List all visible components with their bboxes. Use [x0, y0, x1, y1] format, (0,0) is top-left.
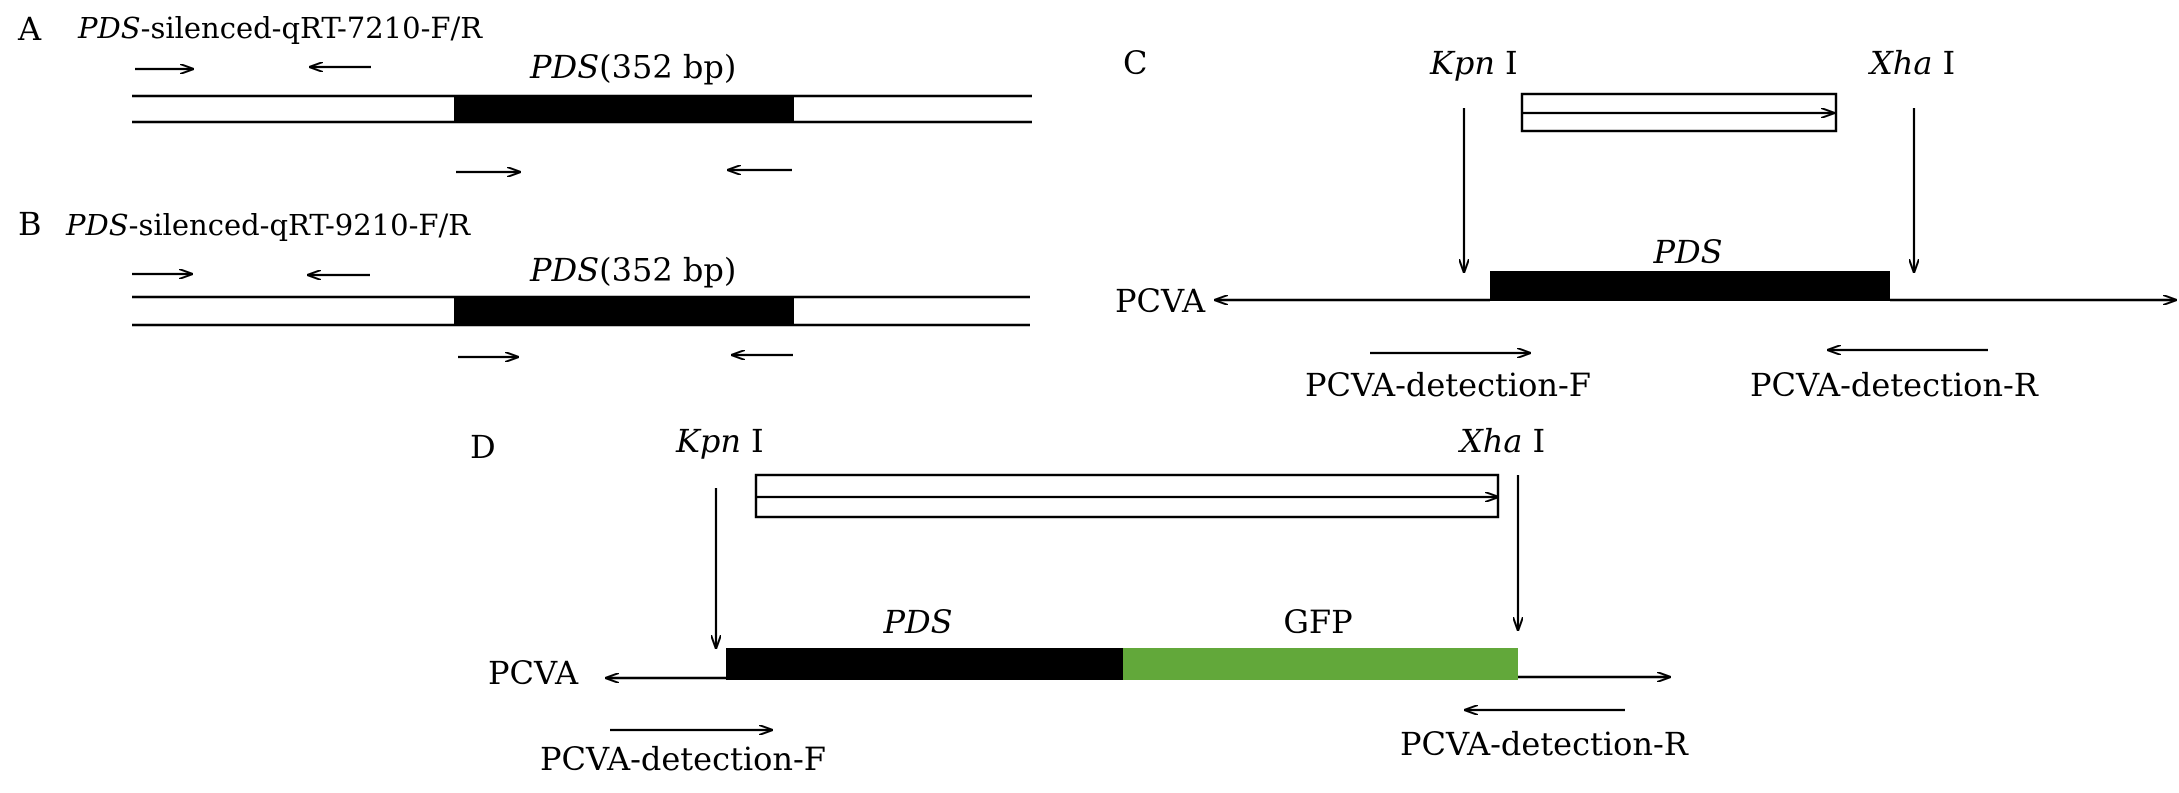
panel-a-letter: A — [17, 10, 42, 48]
panel-a: A PDS-silenced-qRT-7210-F/R PDS(352 bp) — [17, 10, 1032, 172]
panel-a-segment-gene: PDS — [529, 48, 599, 86]
panel-b-primer-title: PDS-silenced-qRT-9210-F/R — [65, 208, 471, 242]
panel-d-reporter-label: GFP — [1283, 603, 1352, 641]
panel-c-pds-insert — [1490, 271, 1890, 301]
panel-d-site-right-name: Xha — [1457, 422, 1522, 460]
panel-d-gfp-segment — [1123, 648, 1518, 680]
panel-c-letter: C — [1123, 44, 1147, 82]
panel-d-pds-insert — [726, 648, 1123, 680]
panel-d-primer-f-label: PCVA-detection-F — [540, 740, 826, 778]
panel-a-primer-gene: PDS — [77, 11, 141, 45]
panel-b-segment-size: (352 bp) — [599, 251, 736, 289]
panel-c-site-right-numeral: I — [1942, 44, 1955, 82]
panel-b-primer-gene: PDS — [65, 208, 129, 242]
panel-d-site-left: Kpn I — [675, 422, 764, 460]
panel-d-site-left-numeral: I — [751, 422, 764, 460]
panel-b: B PDS-silenced-qRT-9210-F/R PDS(352 bp) — [18, 205, 1030, 357]
panel-d-insert-label: PDS — [882, 603, 952, 641]
panel-d: D Kpn I Xha I PDS GFP PCVA PCVA-detection-… — [470, 422, 1689, 778]
panel-b-primer-suffix: -silenced-qRT-9210-F/R — [129, 208, 472, 242]
panel-c-site-right-name: Xha — [1867, 44, 1932, 82]
panel-a-primer-title: PDS-silenced-qRT-7210-F/R — [77, 11, 483, 45]
panel-c-site-left-name: Kpn — [1429, 44, 1495, 82]
panel-c-primer-f-label: PCVA-detection-F — [1305, 366, 1591, 404]
panel-c-insert-label: PDS — [1652, 233, 1722, 271]
panel-d-site-left-name: Kpn — [675, 422, 741, 460]
panel-c-vector-label: PCVA — [1115, 282, 1206, 320]
panel-a-primer-suffix: -silenced-qRT-7210-F/R — [141, 11, 484, 45]
panel-d-letter: D — [470, 428, 496, 466]
panel-c-primer-r-label: PCVA-detection-R — [1750, 366, 2039, 404]
panel-a-pds-segment — [454, 96, 794, 122]
panel-d-primer-r-label: PCVA-detection-R — [1400, 725, 1689, 763]
panel-b-pds-segment — [454, 297, 794, 325]
panel-c-site-left-numeral: I — [1505, 44, 1518, 82]
panel-c: C Kpn I Xha I PDS PCVA PCVA-detection-F PC… — [1115, 44, 2176, 404]
panel-d-site-right: Xha I — [1457, 422, 1545, 460]
panel-b-segment-gene: PDS — [529, 251, 599, 289]
panel-d-vector-label: PCVA — [488, 654, 579, 692]
panel-b-segment-label: PDS(352 bp) — [529, 251, 736, 289]
panel-d-site-right-numeral: I — [1532, 422, 1545, 460]
panel-c-site-left: Kpn I — [1429, 44, 1518, 82]
panel-a-segment-size: (352 bp) — [599, 48, 736, 86]
panel-a-segment-label: PDS(352 bp) — [529, 48, 736, 86]
panel-c-site-right: Xha I — [1867, 44, 1955, 82]
panel-b-letter: B — [18, 205, 42, 243]
